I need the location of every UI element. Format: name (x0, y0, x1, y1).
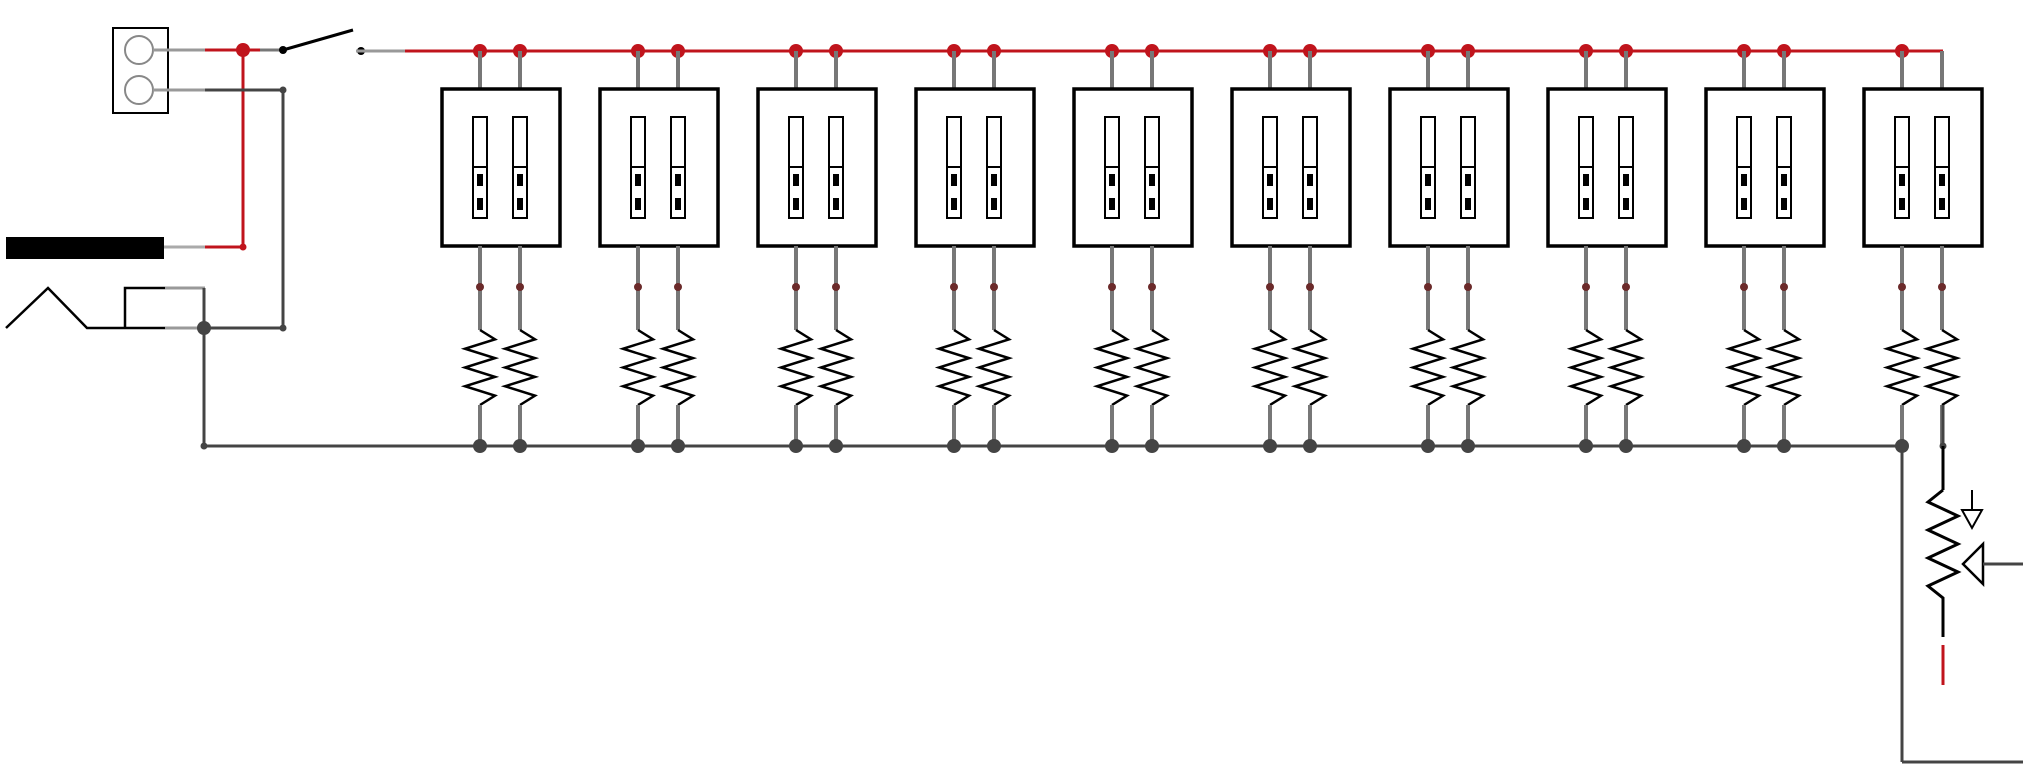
resistor-icon (1408, 328, 1448, 407)
ground-junction (1461, 439, 1475, 453)
resistor-icon (816, 328, 856, 407)
ground-junction (1105, 439, 1119, 453)
ground-junction (1421, 439, 1435, 453)
two-pin-terminal-icon (112, 27, 205, 114)
supply-wire-left (160, 43, 283, 251)
dual-led-module-icon (1230, 44, 1352, 453)
dual-led-module-icon (1862, 44, 1984, 453)
resistor-icon (1566, 328, 1606, 407)
ground-junction (671, 439, 685, 453)
dual-led-module-icon (598, 44, 720, 453)
resistor-icon (460, 328, 500, 407)
ground-junction (631, 439, 645, 453)
resistor-icon (776, 328, 816, 407)
ground-junction (513, 439, 527, 453)
antenna-icon (5, 286, 283, 450)
resistor-icon (500, 328, 540, 407)
resistor-icon (1250, 328, 1290, 407)
battery-terminal-icon (6, 237, 205, 259)
ground-junction (1619, 439, 1633, 453)
resistor-icon (1724, 328, 1764, 407)
dual-led-module-icon (914, 44, 1036, 453)
ground-junction (987, 439, 1001, 453)
dual-led-module-icon (440, 44, 562, 453)
led-modules-group (440, 44, 1984, 453)
dual-led-module-icon (756, 44, 878, 453)
ground-wire-left (205, 86, 287, 332)
resistor-icon (1448, 328, 1488, 407)
resistor-icon (618, 328, 658, 407)
resistor-icon (1606, 328, 1646, 407)
ground-junction (1303, 439, 1317, 453)
resistor-icon (1132, 328, 1172, 407)
ground-junction (1579, 439, 1593, 453)
ground-junction (473, 439, 487, 453)
resistor-icon (934, 328, 974, 407)
dual-led-module-icon (1388, 44, 1510, 453)
ground-junction (829, 439, 843, 453)
resistor-icon (1922, 328, 1962, 407)
spst-switch-icon (260, 28, 405, 55)
dual-led-module-icon (1546, 44, 1668, 453)
dual-led-module-icon (1072, 44, 1194, 453)
resistor-icon (658, 328, 698, 407)
potentiometer-icon (1900, 405, 2023, 764)
ground-junction (1145, 439, 1159, 453)
resistor-icon (1882, 328, 1922, 407)
dual-led-module-icon (1704, 44, 1826, 453)
ground-junction (947, 439, 961, 453)
resistor-icon (974, 328, 1014, 407)
resistor-icon (1092, 328, 1132, 407)
ground-junction (1263, 439, 1277, 453)
ground-junction (789, 439, 803, 453)
ground-junction (1737, 439, 1751, 453)
resistor-icon (1290, 328, 1330, 407)
ground-junction (1777, 439, 1791, 453)
resistor-icon (1764, 328, 1804, 407)
